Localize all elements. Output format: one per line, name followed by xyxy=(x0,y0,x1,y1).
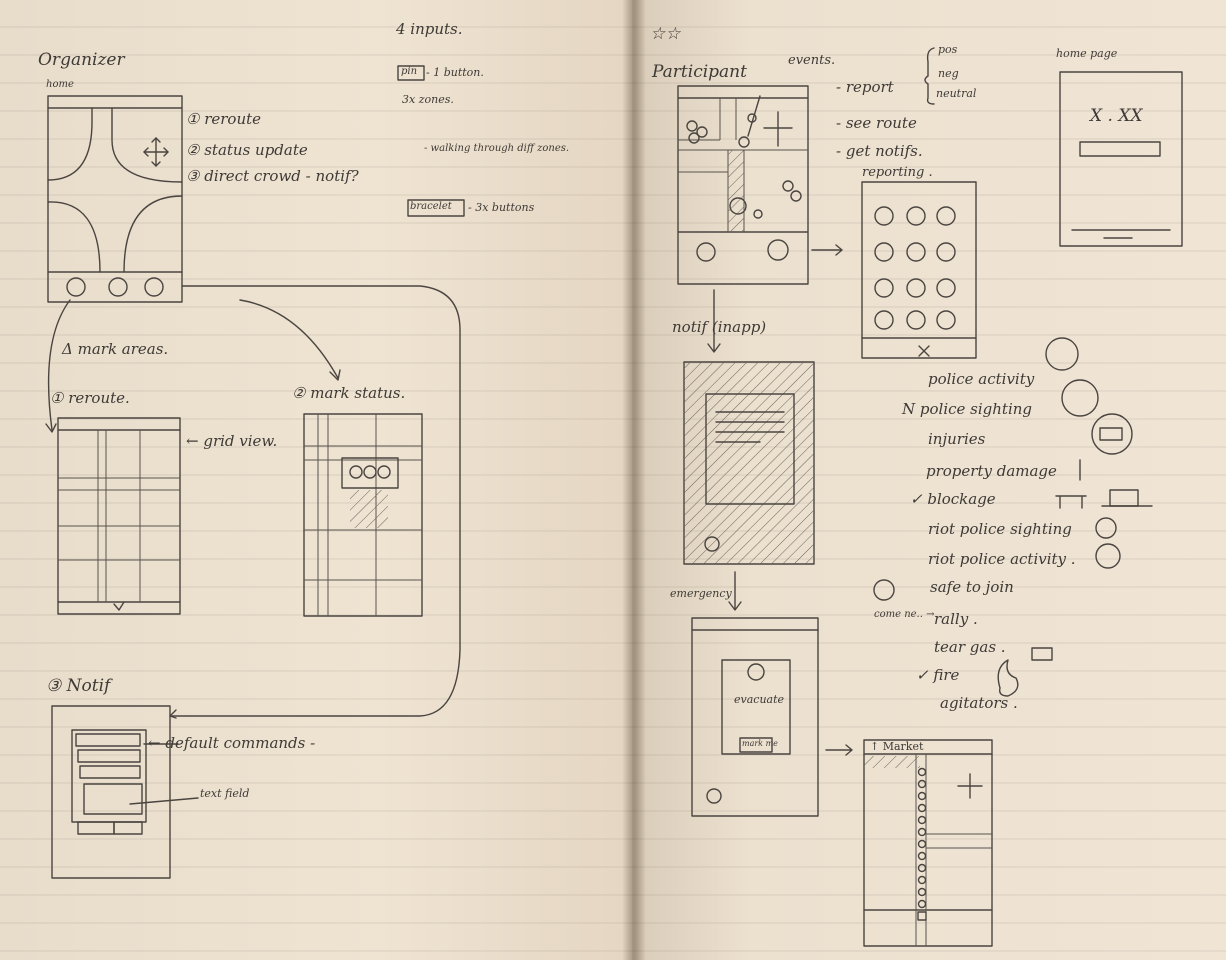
report-item-doodles xyxy=(873,337,1153,697)
notif-inapp-label: notif (inapp) xyxy=(672,318,767,336)
inputs-note-1-box: pin xyxy=(401,66,418,77)
report-item-8: safe to join xyxy=(930,578,1014,596)
report-option-neutral: neutral xyxy=(936,87,977,100)
report-item-12: agitators . xyxy=(940,694,1018,712)
mark-areas-label: Δ mark areas. xyxy=(62,340,169,358)
report-item-6: riot police sighting xyxy=(928,520,1072,538)
evacuate-label: evacuate xyxy=(734,693,785,706)
left-page xyxy=(0,0,632,960)
inputs-note-4-box: bracelet xyxy=(410,201,452,212)
reroute-grid-wireframe xyxy=(57,417,181,615)
move-arrows-icon xyxy=(143,137,169,167)
text-field-label: text field xyxy=(200,787,250,800)
inputs-note-4: - 3x buttons xyxy=(468,201,535,214)
emergency-wireframe xyxy=(691,617,853,817)
notif-wireframe xyxy=(51,705,199,879)
arrow-to-notif xyxy=(171,285,461,717)
home-list-item-3: ③ direct crowd - notif? xyxy=(186,167,359,185)
status-button-icon xyxy=(108,277,128,297)
mark-me-label: mark me xyxy=(742,739,778,748)
report-item-9: rally . xyxy=(934,610,978,628)
notif-label: ③ Notif xyxy=(46,676,111,696)
reporting-wireframe xyxy=(861,181,977,359)
market-label: ↑ Market xyxy=(870,740,924,753)
market-wireframe xyxy=(863,739,993,947)
report-option-pos: pos xyxy=(938,43,958,56)
report-item-1: police activity xyxy=(928,370,1035,388)
participant-title: Participant xyxy=(652,62,747,82)
come-near-label: come ne.. → xyxy=(874,609,935,620)
report-item-10: tear gas . xyxy=(934,638,1006,656)
homepage-code: X . XX xyxy=(1090,106,1143,126)
mark-status-wireframe xyxy=(303,413,423,617)
megaphone-button-icon xyxy=(144,277,164,297)
participant-map-wireframe xyxy=(677,85,843,353)
report-label: - report xyxy=(836,78,894,96)
report-item-5: ✓ blockage xyxy=(910,490,996,508)
home-list-item-2: ② status update xyxy=(186,141,308,159)
events-label: events. xyxy=(788,53,836,68)
inputs-note-2: 3x zones. xyxy=(402,93,454,106)
inputs-note-3: - walking through diff zones. xyxy=(424,143,570,154)
home-label: home xyxy=(46,79,74,90)
default-commands-label: ← default commands - xyxy=(148,734,316,752)
report-item-7: riot police activity . xyxy=(928,550,1076,568)
report-bracket xyxy=(924,47,935,105)
get-notifs-label: - get notifs. xyxy=(836,142,923,160)
arrow-to-reroute xyxy=(47,299,71,431)
inputs-heading: 4 inputs. xyxy=(396,20,463,38)
homepage-label: home page xyxy=(1056,47,1118,60)
report-option-neg: neg xyxy=(938,67,959,80)
report-item-11: ✓ fire xyxy=(916,666,960,684)
stars-doodle: ☆☆ xyxy=(650,24,681,44)
home-list-item-1: ① reroute xyxy=(186,110,262,128)
inputs-note-1: - 1 button. xyxy=(426,66,484,79)
route-button-icon xyxy=(66,277,86,297)
grid-view-label: ← grid view. xyxy=(186,432,278,450)
report-item-2: N police sighting xyxy=(902,400,1033,418)
notif-inapp-wireframe xyxy=(683,361,815,611)
organizer-title: Organizer xyxy=(38,50,125,70)
emergency-label: emergency xyxy=(670,587,732,600)
arrow-to-mark-status xyxy=(239,299,339,379)
reroute-label: ① reroute. xyxy=(50,389,130,407)
reporting-label: reporting . xyxy=(862,165,933,180)
notebook-gutter xyxy=(622,0,646,960)
mark-status-label: ② mark status. xyxy=(292,384,406,402)
see-route-label: - see route xyxy=(836,114,917,132)
organizer-home-wireframe xyxy=(47,95,183,303)
homepage-wireframe xyxy=(1059,71,1183,247)
report-item-3: injuries xyxy=(928,430,986,448)
report-item-4: property damage xyxy=(926,462,1057,480)
